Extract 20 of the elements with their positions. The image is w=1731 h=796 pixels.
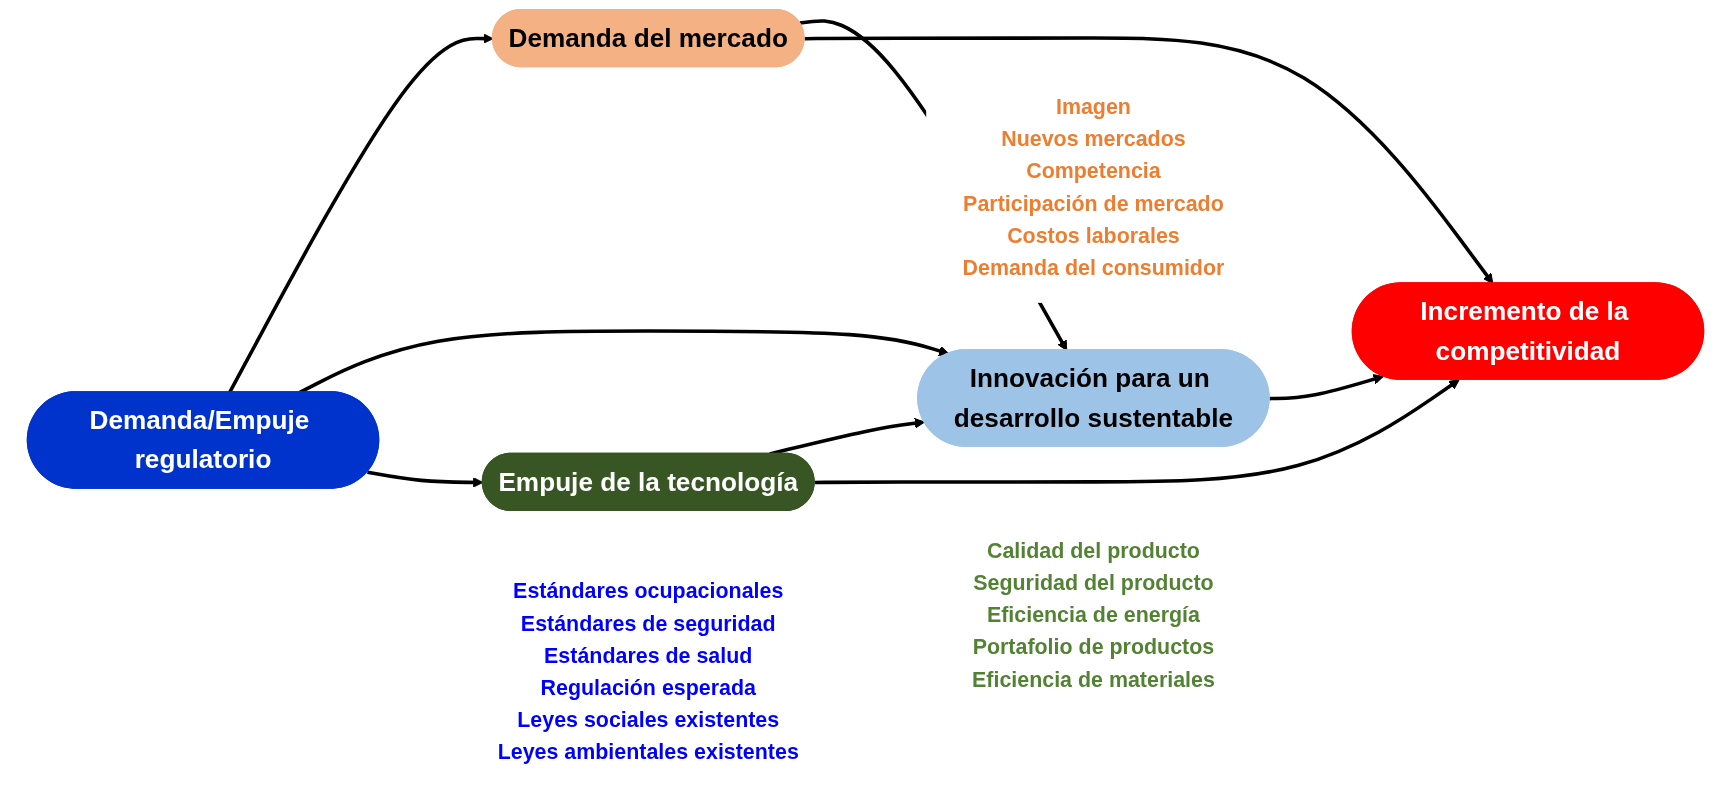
node-label: Leyes sociales existentes [517,707,780,732]
node-label: Estándares de seguridad [520,611,776,636]
node-label: Eficiencia de materiales [972,667,1215,692]
node-label: Calidad del producto [986,539,1200,563]
node-label: Leyes ambientales existentes [497,740,799,764]
node-label: Estándares de salud [544,643,753,668]
arrow [1269,374,1384,401]
node-label: Portafolio de productos [972,635,1215,660]
node-label: Participación de mercado [963,191,1224,216]
node-label: Seguridad del producto [973,571,1214,595]
node-label: Regulación esperada [540,675,756,700]
node-label: Competencia [1026,159,1161,184]
node-label: Eficiencia de energía [986,603,1200,628]
node-label: Nuevos mercados [1001,127,1186,152]
arrow [814,379,1460,485]
node-label: Demanda del consumidor [962,255,1225,280]
arrow [804,36,1494,284]
node-label: Imagen [1055,95,1131,119]
node-label: Estándares ocupacionales [513,579,784,604]
node-label: Costos laborales [1007,223,1180,248]
